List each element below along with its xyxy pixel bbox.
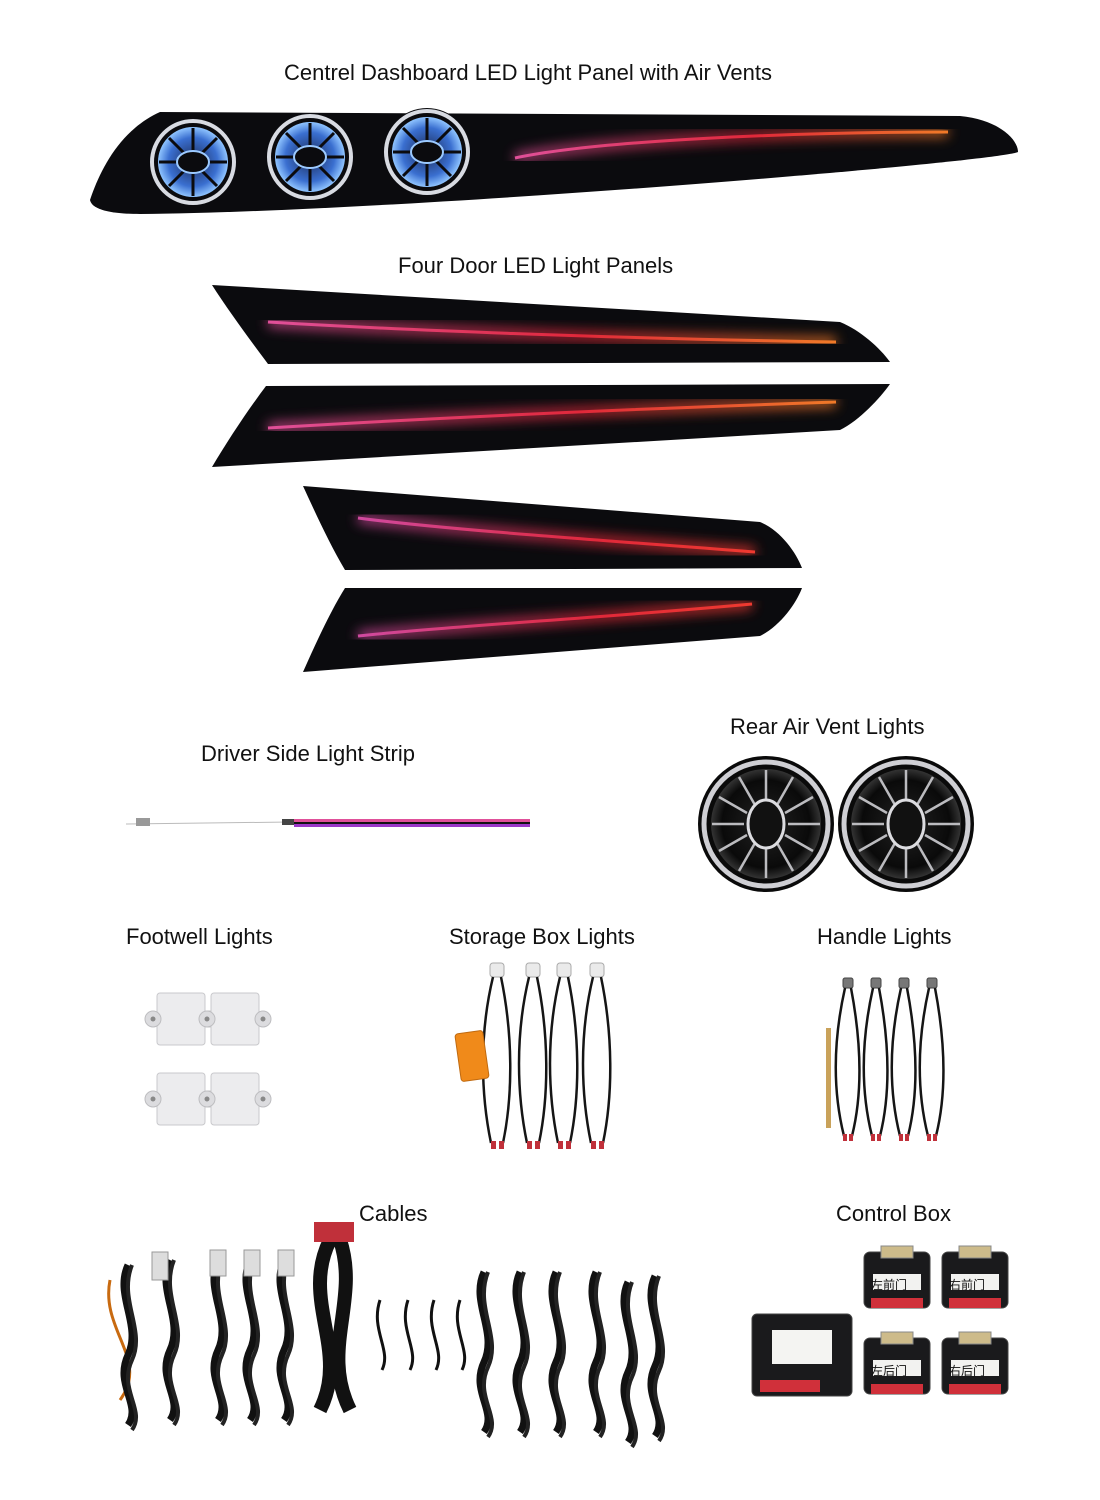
footwell-lights bbox=[144, 992, 272, 1126]
storage-label: Storage Box Lights bbox=[449, 924, 635, 949]
driver-side-strip bbox=[125, 818, 530, 827]
module-tag-rear-right: 右后门 bbox=[949, 1364, 986, 1378]
storage-box-lights bbox=[454, 961, 612, 1151]
rear-vent-right-icon bbox=[838, 756, 974, 892]
rear-vent-left-icon bbox=[698, 756, 834, 892]
vent-1-icon bbox=[147, 116, 239, 208]
door-panel-2 bbox=[212, 384, 890, 467]
door-panel-4 bbox=[303, 588, 802, 672]
footwell-label: Footwell Lights bbox=[126, 924, 273, 949]
door-panels-label: Four Door LED Light Panels bbox=[398, 253, 674, 278]
control-box-label: Control Box bbox=[836, 1201, 951, 1226]
driver-strip-label: Driver Side Light Strip bbox=[201, 741, 415, 766]
cables-label: Cables bbox=[359, 1201, 428, 1226]
rear-vents-label: Rear Air Vent Lights bbox=[730, 714, 925, 739]
vent-2-icon bbox=[264, 111, 356, 203]
module-tag-front-left: 左前门 bbox=[871, 1278, 908, 1292]
door-panel-1 bbox=[212, 285, 890, 364]
dashboard-panel-label: Centrel Dashboard LED Light Panel with A… bbox=[284, 60, 772, 85]
dashboard-led-panel bbox=[90, 106, 1018, 214]
cables bbox=[107, 1222, 663, 1447]
vent-3-icon bbox=[381, 106, 473, 198]
door-panel-3 bbox=[303, 486, 802, 570]
module-tag-rear-left: 左后门 bbox=[871, 1364, 908, 1378]
control-box bbox=[751, 1245, 1009, 1397]
module-tag-front-right: 右前门 bbox=[949, 1278, 986, 1292]
handle-label: Handle Lights bbox=[817, 924, 952, 949]
handle-lights bbox=[826, 976, 945, 1143]
